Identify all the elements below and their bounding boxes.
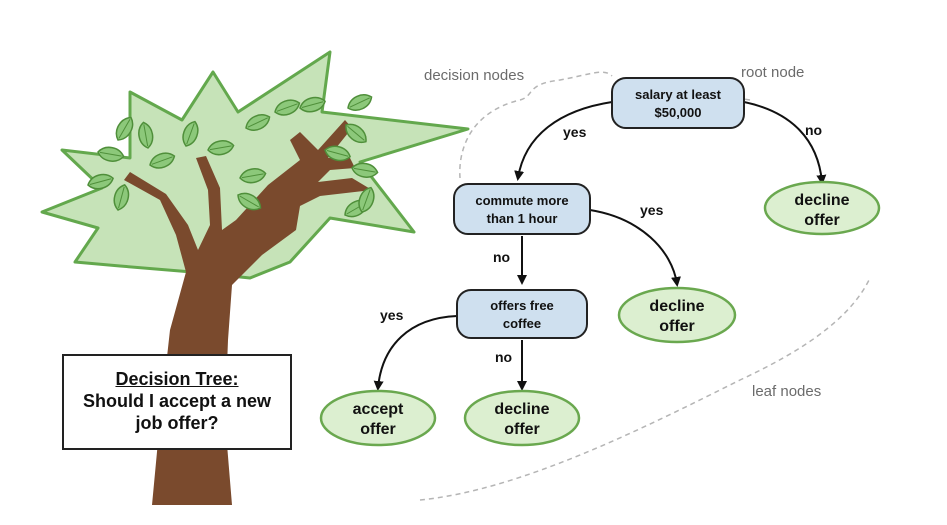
leaf-decline-coffee: decline offer (463, 389, 581, 447)
node-coffee: offers free coffee (456, 289, 588, 339)
leaf-accept-coffee: accept offer (319, 389, 437, 447)
edge-label-root-no: no (805, 122, 822, 138)
edge-label-root-yes: yes (563, 124, 587, 140)
svg-text:commute more: commute more (475, 193, 568, 208)
edge-root-commute (514, 101, 613, 181)
svg-text:$50,000: $50,000 (655, 105, 702, 120)
tree-foliage (40, 50, 470, 280)
edge-coffee-accept (373, 315, 458, 391)
svg-text:offer: offer (659, 318, 695, 335)
svg-text:coffee: coffee (503, 316, 541, 331)
svg-text:decline: decline (494, 401, 549, 418)
node-commute: commute more than 1 hour (453, 183, 591, 235)
callout-leaf-nodes: leaf nodes (752, 383, 821, 400)
title-box: Decision Tree: Should I accept a new job… (62, 354, 292, 450)
edge-label-coffee-yes: yes (380, 307, 404, 323)
callout-root-node: root node (741, 64, 804, 81)
title-question-line-1: Should I accept a new (82, 391, 272, 411)
edge-label-commute-no: no (493, 249, 510, 265)
leaf-decline-commute: decline offer (617, 286, 737, 344)
edges (373, 101, 827, 391)
title-heading: Decision Tree: (115, 369, 239, 389)
svg-text:decline: decline (649, 298, 704, 315)
edge-commute-decline (589, 209, 681, 287)
svg-text:offer: offer (804, 212, 840, 229)
edge-label-commute-yes: yes (640, 202, 664, 218)
leaf-decline-root: decline offer (763, 180, 881, 236)
svg-text:than 1 hour: than 1 hour (487, 211, 558, 226)
svg-text:accept: accept (353, 401, 404, 418)
callout-decision-nodes: decision nodes (424, 67, 524, 84)
node-root: salary at least $50,000 (611, 77, 745, 129)
svg-text:offer: offer (504, 421, 540, 438)
edge-root-decline (743, 101, 827, 185)
edge-label-coffee-no: no (495, 349, 512, 365)
svg-text:offer: offer (360, 421, 396, 438)
svg-text:salary at least: salary at least (635, 87, 722, 102)
svg-text:offers free: offers free (490, 298, 554, 313)
title-question-line-2: job offer? (135, 413, 219, 433)
svg-text:decline: decline (794, 192, 849, 209)
